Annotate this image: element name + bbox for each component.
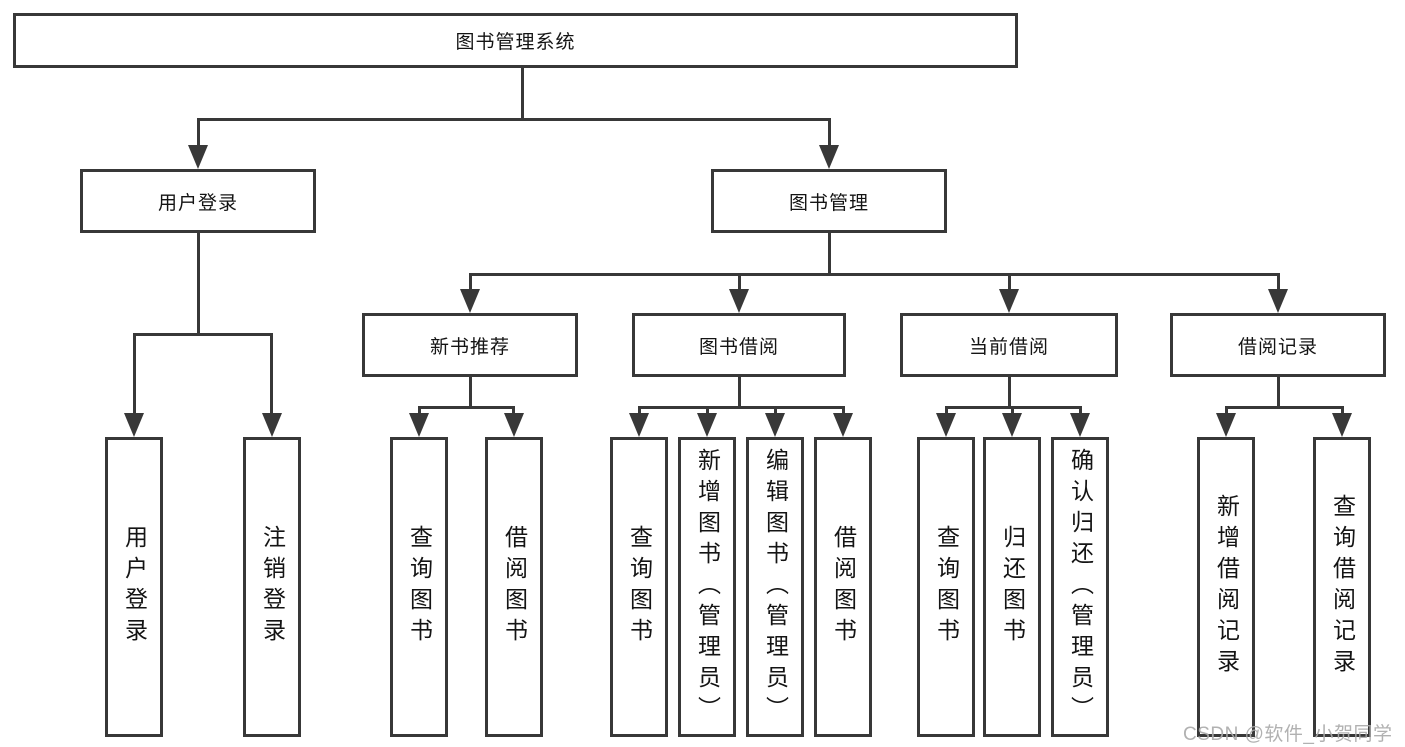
connector-line: [469, 273, 472, 293]
arrowhead: [1070, 413, 1090, 437]
leaf-confirm-return-admin: 确认归还（管理员）: [1051, 437, 1109, 737]
arrowhead: [936, 413, 956, 437]
arrowhead: [460, 289, 480, 313]
connector-line: [1277, 377, 1280, 406]
node-label: 新增借阅记录: [1213, 494, 1240, 680]
connector-line: [1225, 406, 1343, 409]
connector-line: [469, 377, 472, 406]
node-label: 用户登录: [157, 192, 238, 214]
node-book-borrowing: 图书借阅: [632, 313, 846, 377]
arrowhead: [188, 145, 208, 169]
arrowhead: [697, 413, 717, 437]
connector-line: [133, 333, 136, 416]
connector-line: [197, 233, 200, 333]
node-borrowing-records: 借阅记录: [1170, 313, 1386, 377]
node-label: 借阅记录: [1237, 336, 1318, 358]
arrowhead: [409, 413, 429, 437]
leaf-edit-books-admin: 编辑图书（管理员）: [746, 437, 804, 737]
leaf-borrow-books-recommend: 借阅图书: [485, 437, 543, 737]
leaf-query-books-recommend: 查询图书: [390, 437, 448, 737]
csdn-watermark: CSDN @软件_小贺同学: [1183, 724, 1393, 745]
leaf-user-login: 用户登录: [105, 437, 163, 737]
leaf-borrow-books: 借阅图书: [814, 437, 872, 737]
node-label: 借阅图书: [830, 525, 857, 649]
connector-line: [1008, 273, 1011, 293]
node-label: 查询图书: [626, 525, 653, 649]
node-label: 注销登录: [259, 525, 286, 649]
connector-line: [1008, 377, 1011, 406]
node-new-book-recommendation: 新书推荐: [362, 313, 578, 377]
node-user-login: 用户登录: [80, 169, 316, 233]
leaf-add-borrow-record: 新增借阅记录: [1197, 437, 1255, 737]
arrowhead: [124, 413, 144, 437]
connector-line: [1277, 273, 1280, 293]
node-label: 新书推荐: [429, 336, 510, 358]
arrowhead: [729, 289, 749, 313]
node-book-management: 图书管理: [711, 169, 947, 233]
arrowhead: [833, 413, 853, 437]
arrowhead: [629, 413, 649, 437]
arrowhead: [1332, 413, 1352, 437]
connector-line: [828, 233, 831, 273]
connector-line: [197, 118, 200, 148]
arrowhead: [1216, 413, 1236, 437]
arrowhead: [1268, 289, 1288, 313]
leaf-add-books-admin: 新增图书（管理员）: [678, 437, 736, 737]
leaf-query-borrow-record: 查询借阅记录: [1313, 437, 1371, 737]
node-label: 图书管理系统: [455, 32, 576, 53]
node-label: 当前借阅: [968, 336, 1049, 358]
connector-line: [521, 67, 524, 118]
connector-line: [1011, 406, 1014, 416]
connector-line: [774, 406, 777, 416]
connector-line: [512, 406, 515, 416]
node-label: 图书借阅: [698, 336, 779, 358]
arrowhead: [1002, 413, 1022, 437]
connector-line: [1225, 406, 1228, 416]
connector-line: [828, 118, 831, 148]
node-label: 图书管理: [788, 192, 869, 214]
leaf-return-books: 归还图书: [983, 437, 1041, 737]
connector-line: [418, 406, 515, 409]
node-label: 查询借阅记录: [1329, 494, 1356, 680]
connector-line: [1341, 406, 1344, 416]
connector-line: [638, 406, 844, 409]
connector-line: [945, 406, 948, 416]
leaf-logout: 注销登录: [243, 437, 301, 737]
arrowhead: [765, 413, 785, 437]
leaf-query-books-borrow: 查询图书: [610, 437, 668, 737]
arrowhead: [262, 413, 282, 437]
connector-line: [738, 377, 741, 406]
connector-line: [270, 333, 273, 416]
arrowhead: [819, 145, 839, 169]
connector-line: [638, 406, 641, 416]
connector-line: [418, 406, 421, 416]
node-label: 用户登录: [121, 525, 148, 649]
node-root-library-system: 图书管理系统: [13, 13, 1018, 68]
connector-line: [133, 333, 273, 336]
node-label: 查询图书: [933, 525, 960, 649]
node-label: 编辑图书（管理员）: [762, 447, 789, 727]
leaf-query-books-current: 查询图书: [917, 437, 975, 737]
node-label: 新增图书（管理员）: [694, 447, 721, 727]
connector-line: [1079, 406, 1082, 416]
connector-line: [197, 118, 830, 121]
node-label: 确认归还（管理员）: [1067, 447, 1094, 727]
connector-line: [469, 273, 1279, 276]
node-label: 借阅图书: [501, 525, 528, 649]
node-current-borrowing: 当前借阅: [900, 313, 1118, 377]
node-label: 归还图书: [999, 525, 1026, 649]
connector-line: [738, 273, 741, 293]
connector-line: [706, 406, 709, 416]
arrowhead: [999, 289, 1019, 313]
node-label: 查询图书: [406, 525, 433, 649]
arrowhead: [504, 413, 524, 437]
connector-line: [842, 406, 845, 416]
